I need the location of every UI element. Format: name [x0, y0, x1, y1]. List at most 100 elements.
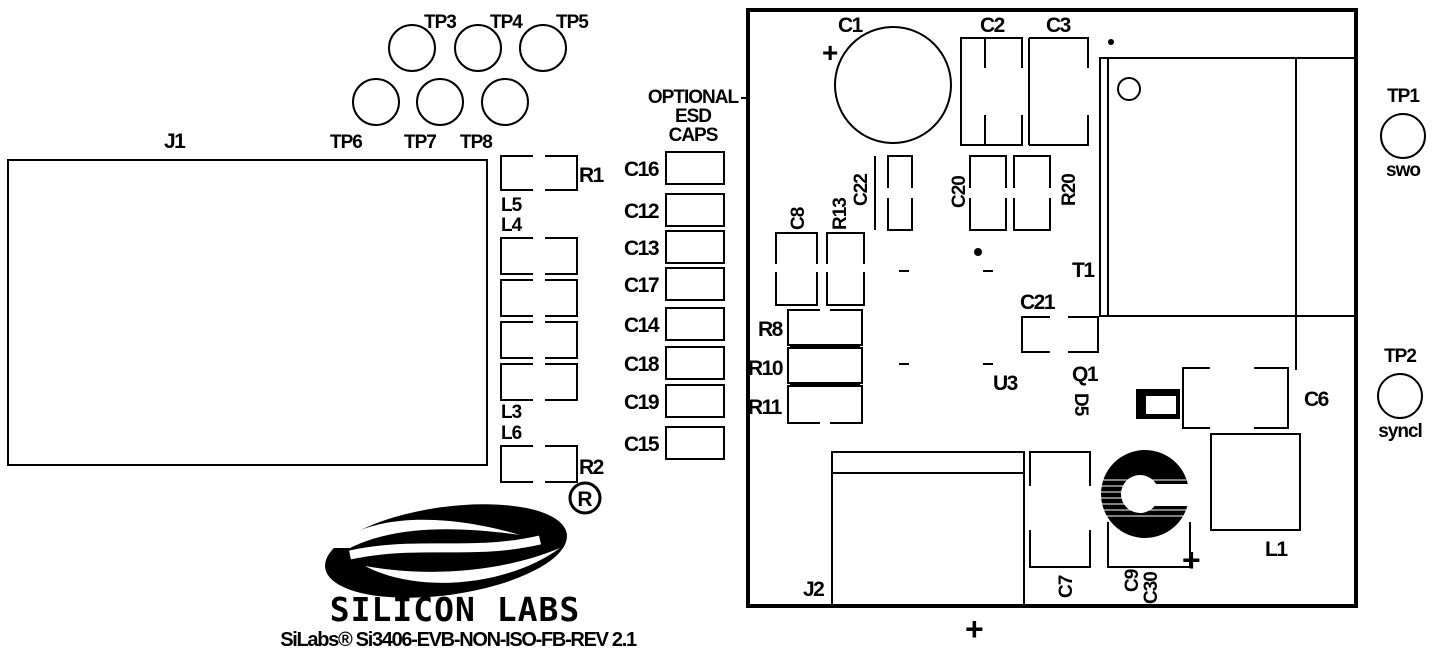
tp7-pad[interactable]	[416, 78, 464, 126]
c30-polarity-plus: +	[1182, 542, 1201, 578]
c3-footprint	[1028, 37, 1089, 146]
registered-mark-icon	[568, 481, 602, 515]
l-mid1-footprint	[500, 279, 578, 317]
c30-outline	[1107, 522, 1191, 568]
logo-s-band	[349, 535, 542, 560]
tp8-pad[interactable]	[481, 78, 529, 126]
filter-footprints	[500, 155, 578, 483]
silicon-labs-logo-icon	[325, 481, 602, 598]
r13-footprint	[826, 232, 865, 306]
pin1-dot	[1108, 39, 1114, 45]
r8-label: R8	[758, 318, 784, 341]
c19-footprint	[665, 384, 725, 418]
c3-label: C3	[1046, 14, 1071, 37]
optional-esd-caps-line3: CAPS	[669, 125, 718, 146]
tp3-pad[interactable]	[388, 24, 436, 72]
l-mid2-footprint	[500, 321, 578, 359]
c15-label: C15	[624, 433, 660, 456]
tp4-label: TP4	[490, 12, 523, 33]
l1-label: L1	[1265, 538, 1288, 561]
r10-footprint	[787, 347, 863, 384]
c12-footprint	[665, 193, 725, 227]
r8-footprint	[787, 309, 863, 346]
r11-footprint	[787, 385, 863, 424]
tp6-pad[interactable]	[352, 78, 400, 126]
c22-label: C22	[851, 174, 872, 206]
q1-label: Q1	[1072, 363, 1099, 386]
optional-esd-caps-line2: ESD	[675, 106, 711, 127]
c12-label: C12	[624, 200, 659, 223]
u3-pin1-dot	[974, 248, 982, 256]
t1-outline	[1099, 57, 1357, 317]
c19-label: C19	[624, 391, 659, 414]
j2-polarity-plus: +	[965, 611, 984, 647]
j1-outline	[7, 159, 488, 466]
tp5-label: TP5	[556, 12, 589, 33]
r10-r11-pad-bar	[790, 382, 860, 387]
c7-footprint	[1029, 451, 1091, 568]
c14-label: C14	[624, 314, 660, 337]
l3-footprint	[500, 363, 578, 401]
j2-label: J2	[803, 578, 824, 601]
r20-label: R20	[1059, 174, 1080, 206]
c20-label: C20	[949, 176, 970, 208]
j2-outline	[831, 451, 1025, 607]
c14-footprint	[665, 307, 725, 341]
tp3-label: TP3	[424, 12, 456, 33]
tp1-pad[interactable]	[1380, 113, 1426, 159]
c15-footprint	[665, 426, 725, 460]
tp7-label: TP7	[404, 132, 436, 153]
tp4-pad[interactable]	[454, 24, 502, 72]
c8-footprint	[775, 232, 818, 306]
d5-body-window	[1146, 396, 1176, 414]
t1-pin1-marker	[1117, 77, 1141, 101]
brand-wordmark: SILICON LABS	[330, 590, 580, 629]
c9-label: C9	[1122, 569, 1143, 592]
board-revision-text: SiLabs® Si3406-EVB-NON-ISO-FB-REV 2.1	[280, 629, 637, 651]
c2-footprint	[960, 37, 1023, 146]
t1-label: T1	[1072, 259, 1095, 282]
tp2-pad[interactable]	[1377, 373, 1423, 419]
r8-r10-pad-bar	[790, 344, 860, 349]
tp2-label: TP2	[1384, 346, 1416, 367]
r11-label: R11	[748, 396, 783, 419]
optional-esd-caps-line1: OPTIONAL	[648, 87, 740, 108]
c9-notch	[1155, 484, 1195, 506]
logo-s-cut-upper	[330, 519, 520, 548]
r20-footprint	[1013, 155, 1051, 231]
l6-label: L6	[501, 423, 522, 444]
c18-label: C18	[624, 353, 660, 376]
c9-inner-hole	[1121, 475, 1159, 513]
c1-polarity-plus: +	[822, 37, 838, 68]
l1-outline	[1210, 433, 1301, 531]
c30-label: C30	[1141, 572, 1162, 604]
r1-label: R1	[579, 164, 605, 187]
tp8-label: TP8	[460, 132, 492, 153]
c17-footprint	[665, 267, 725, 301]
c6-label: C6	[1304, 388, 1329, 411]
c21-label: C21	[1020, 291, 1056, 314]
c17-label: C17	[624, 274, 659, 297]
c20-footprint	[969, 155, 1007, 231]
c6-footprint	[1182, 367, 1289, 429]
c16-footprint	[665, 151, 725, 185]
test-points-top	[352, 24, 567, 126]
l3-label: L3	[501, 402, 522, 423]
c1-outline	[834, 26, 952, 144]
u3-outline	[899, 270, 993, 365]
c13-label: C13	[624, 237, 659, 260]
d5-label: D5	[1070, 393, 1091, 417]
c18-footprint	[665, 346, 725, 380]
c7-label: C7	[1056, 575, 1077, 598]
c22-footprint	[874, 155, 913, 231]
tp5-pad[interactable]	[519, 24, 567, 72]
r10-label: R10	[748, 357, 783, 380]
tp1-label: TP1	[1387, 86, 1420, 107]
l4-label: L4	[501, 215, 523, 236]
r13-label: R13	[830, 198, 851, 230]
r1-footprint	[500, 155, 578, 191]
j1-label: J1	[164, 130, 186, 153]
tp1-swo-label: swo	[1386, 160, 1420, 181]
registered-mark-letter: R	[577, 488, 592, 511]
logo-s-cut-lower	[365, 548, 560, 583]
